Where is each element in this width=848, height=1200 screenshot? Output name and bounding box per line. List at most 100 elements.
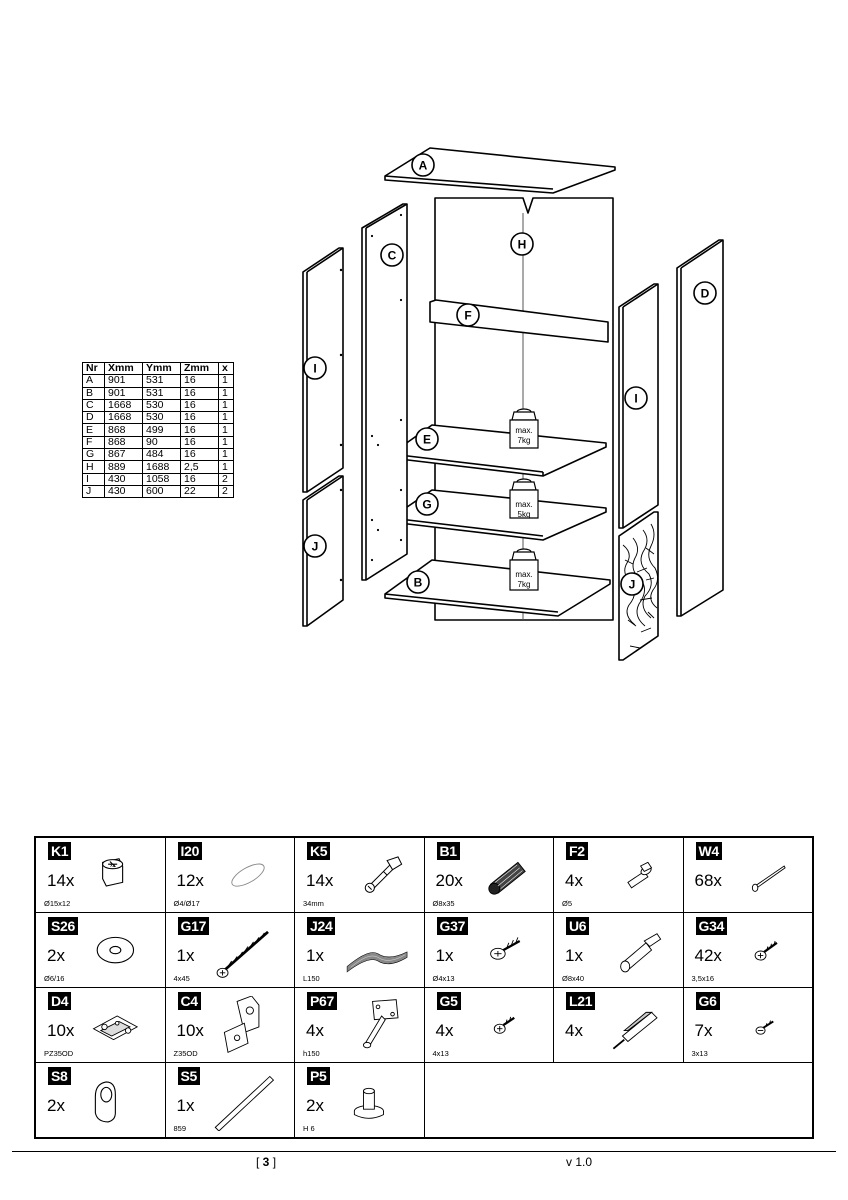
label-h-circle [510, 232, 534, 256]
hardware-size: H 6 [303, 1124, 315, 1133]
table-cell: 1 [218, 448, 234, 462]
hardware-size: 4x45 [173, 974, 190, 983]
label-h: H [518, 238, 527, 252]
hanging-rod-icon [214, 1075, 275, 1131]
table-cell: 1668 [104, 411, 143, 425]
hardware-item: G17 1x 4x45 [165, 913, 295, 988]
table-cell: 16 [180, 398, 219, 413]
long-screw-icon [216, 930, 269, 978]
table-cell: B [82, 386, 105, 400]
footer-divider [12, 1151, 836, 1152]
table-cell: H [82, 460, 105, 474]
label-f-circle [456, 303, 480, 327]
hardware-code: F2 [566, 842, 588, 860]
hardware-size: 3x13 [691, 1049, 708, 1058]
hardware-code: L21 [566, 992, 596, 1010]
hardware-quantity: 12x [176, 871, 204, 890]
table-cell: 531 [142, 374, 181, 388]
hardware-code: D4 [48, 992, 72, 1010]
table-header-row: Nr Xmm Ymm Zmm x [82, 361, 234, 376]
weight-middle-line2: 5kg [518, 510, 531, 519]
label-j-right: J [629, 578, 636, 592]
hardware-code: C4 [177, 992, 201, 1010]
hardware-code: S5 [177, 1067, 201, 1085]
hardware-code: W4 [695, 842, 722, 860]
hardware-code: K1 [48, 842, 72, 860]
table-header-cell: x [218, 361, 234, 376]
table-cell: 1688 [142, 460, 181, 474]
hardware-size: 859 [173, 1124, 187, 1133]
table-cell: 16 [180, 472, 219, 486]
hardware-quantity: 1x [176, 946, 195, 965]
weight-bottom-line2: 7kg [518, 580, 531, 589]
table-cell: A [82, 374, 105, 388]
label-e-circle [415, 427, 439, 451]
tiny-screw-icon [755, 1020, 774, 1035]
table-cell: 16 [180, 386, 219, 400]
strap-icon [346, 951, 407, 973]
wall-plug-icon [619, 933, 661, 973]
table-cell: 16 [180, 435, 219, 450]
hardware-size: Ø5 [562, 899, 573, 908]
hardware-quantity: 1x [306, 946, 324, 965]
table-cell: 1058 [142, 472, 181, 486]
hardware-quantity: 4x [565, 871, 583, 890]
label-i-right: I [634, 392, 637, 406]
hardware-quantity: 2x [47, 1096, 65, 1115]
table-cell: 531 [142, 386, 181, 400]
shelf-pin-icon [626, 861, 652, 889]
table-cell: G [82, 448, 105, 462]
label-i-left: I [313, 362, 316, 376]
hardware-code: P67 [307, 992, 338, 1010]
hardware-size: Ø6/16 [44, 974, 65, 983]
hardware-code: G6 [695, 992, 720, 1010]
hardware-quantity: 14x [47, 871, 75, 890]
side-panel-c [361, 203, 408, 581]
hardware-quantity: 2x [306, 1096, 324, 1115]
glide-foot-icon [353, 1087, 384, 1119]
hardware-code: G5 [436, 992, 461, 1010]
weight-top-line1: max. [515, 426, 532, 435]
label-b-circle [406, 570, 430, 594]
label-i-right-circle [624, 386, 648, 410]
svg-text:XZ: XZ [109, 863, 115, 868]
table-cell: 901 [104, 374, 143, 388]
label-d: D [701, 287, 710, 301]
hardware-code: G17 [177, 917, 210, 935]
hardware-code: G37 [436, 917, 469, 935]
table-cell: C [82, 398, 105, 413]
table-cell: 499 [142, 423, 181, 437]
label-i-left-circle [303, 356, 327, 380]
table-cell: D [82, 411, 105, 425]
hardware-code: J24 [307, 917, 336, 935]
label-b: B [414, 576, 423, 590]
label-g-circle [415, 492, 439, 516]
table-cell: J [82, 484, 105, 499]
weight-top-line2: 7kg [518, 436, 531, 445]
table-header-cell: Nr [82, 361, 105, 376]
table-cell: 1 [218, 386, 234, 400]
hardware-quantity: 68x [694, 871, 722, 890]
cover-cap-icon [231, 863, 265, 887]
table-cell: F [82, 435, 105, 450]
hardware-code: K5 [307, 842, 331, 860]
hardware-quantity: 1x [435, 946, 454, 965]
page-bracket-close: ] [269, 1155, 277, 1169]
hardware-code: S26 [48, 917, 79, 935]
table-cell: 1 [218, 374, 234, 388]
table-header-cell: Xmm [104, 361, 143, 376]
wooden-dowel-icon [488, 861, 526, 895]
